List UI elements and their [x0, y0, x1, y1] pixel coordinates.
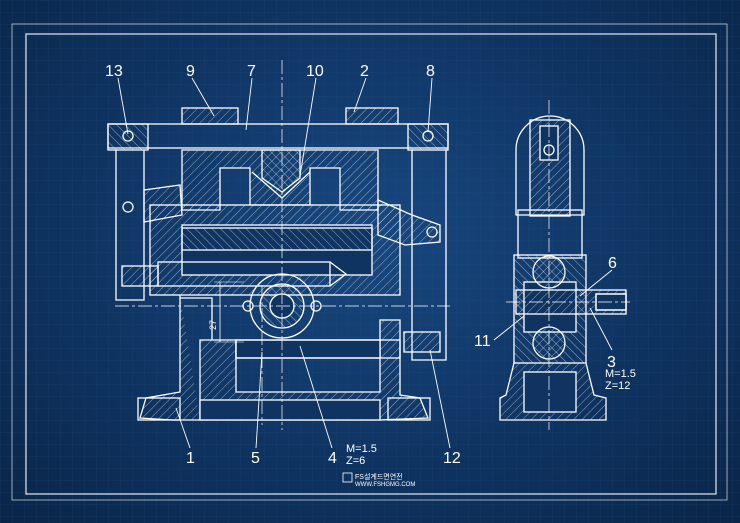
label-11: 11 — [474, 333, 491, 350]
label-1: 1 — [186, 450, 195, 467]
v-block — [261, 149, 301, 193]
label-3: 3 — [607, 354, 616, 371]
watermark-url: WWW.FSHGMG.COM — [355, 482, 415, 488]
label-13: 13 — [105, 63, 123, 80]
base-foot-right — [387, 397, 431, 421]
gear4-teeth-note: Z=6 — [346, 455, 365, 467]
gear4-module-note: M=1.5 — [346, 443, 377, 455]
label-7: 7 — [247, 63, 256, 80]
label-10: 10 — [306, 63, 324, 80]
pin-left — [121, 265, 159, 287]
outer-frame — [11, 23, 728, 501]
side-view — [499, 100, 630, 430]
front-view — [107, 60, 450, 430]
end-block-right — [407, 123, 449, 151]
cap-right — [345, 107, 399, 125]
lower-rack — [235, 339, 401, 359]
label-4: 4 — [328, 450, 337, 467]
base-housing — [139, 295, 429, 421]
inner-frame — [25, 33, 717, 495]
gear3-module-note: M=1.5 — [605, 368, 636, 380]
label-5: 5 — [251, 450, 260, 467]
gear3-teeth-note: Z=12 — [605, 380, 630, 392]
end-block-left — [107, 123, 149, 151]
label-2: 2 — [360, 63, 369, 80]
left-link — [115, 150, 145, 301]
watermark-brand: FS설계드면연전 — [355, 472, 403, 481]
label-12: 12 — [443, 450, 461, 467]
leader-lines — [117, 77, 613, 449]
side-head — [515, 115, 585, 216]
pin-right — [403, 331, 441, 353]
base-foot-left — [137, 397, 181, 421]
label-9: 9 — [186, 63, 195, 80]
watermark-logo: FS설계드면연전 WWW.FSHGMG.COM — [342, 472, 415, 488]
rack-bar — [181, 227, 373, 251]
dimension-27: 27 — [208, 320, 218, 330]
right-link — [411, 150, 447, 361]
label-8: 8 — [426, 63, 435, 80]
label-6: 6 — [608, 255, 617, 272]
cap-left — [181, 107, 239, 125]
